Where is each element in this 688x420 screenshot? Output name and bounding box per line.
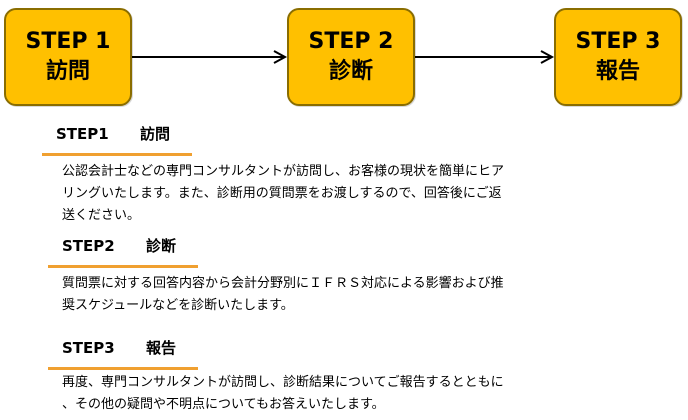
detail-step3-underline [48,367,198,370]
step-1-name: 訪問 [45,59,90,84]
detail-step3-number: STEP3 [62,339,115,357]
step-2-box: STEP 2 診断 [287,8,415,106]
step-3-box: STEP 3 報告 [554,8,682,106]
step-1-label: STEP 1 [25,29,111,54]
step-2-name: 診断 [328,59,373,84]
detail-step2-title: 診断 [146,237,177,255]
detail-step2-line: 質問票に対する回答内容から会計分野別にＩＦＲＳ対応による影響および推 [62,276,504,291]
step-3-label: STEP 3 [575,29,661,54]
detail-step1-heading: STEP1 訪問 [56,122,170,146]
detail-step3-line: 再度、専門コンサルタントが訪問し、診断結果についてご報告するとともに [62,375,504,390]
arrow-head-step2 [273,50,288,64]
detail-step1-description: 公認会計士などの専門コンサルタントが訪問し、お客様の現状を簡単にヒア リングいた… [62,161,622,227]
detail-step1-line: リングいたします。また、診断用の質問票をお渡しするので、回答後にご返 [62,186,502,201]
detail-step1-title: 訪問 [140,125,171,143]
detail-step1-line: 送ください。 [62,208,141,223]
detail-step3-line: 、その他の疑問や不明点についてもお答えいたします。 [62,397,385,412]
detail-step1-line: 公認会計士などの専門コンサルタントが訪問し、お客様の現状を簡単にヒア [62,164,505,179]
arrow-head-step3 [540,50,555,64]
detail-step2-description: 質問票に対する回答内容から会計分野別にＩＦＲＳ対応による影響および推 奨スケジュ… [62,273,622,317]
detail-step2-underline [48,265,198,268]
detail-step2-number: STEP2 [62,237,115,255]
step-1-box: STEP 1 訪問 [4,8,132,106]
process-flow: STEP 1 訪問 STEP 2 診断 STEP 3 報告 [0,0,688,120]
detail-step3-heading: STEP3 報告 [62,336,176,360]
detail-step1-underline [42,153,192,156]
flow-arrows [132,50,555,64]
step-2-label: STEP 2 [308,29,394,54]
step-3-name: 報告 [595,59,640,84]
detail-step3-description: 再度、専門コンサルタントが訪問し、診断結果についてご報告するとともに 、その他の… [62,372,622,416]
detail-step3-title: 報告 [146,339,177,357]
detail-step2-line: 奨スケジュールなどを診断いたします。 [62,298,294,313]
detail-step1-number: STEP1 [56,125,109,143]
detail-step2-heading: STEP2 診断 [62,234,176,258]
